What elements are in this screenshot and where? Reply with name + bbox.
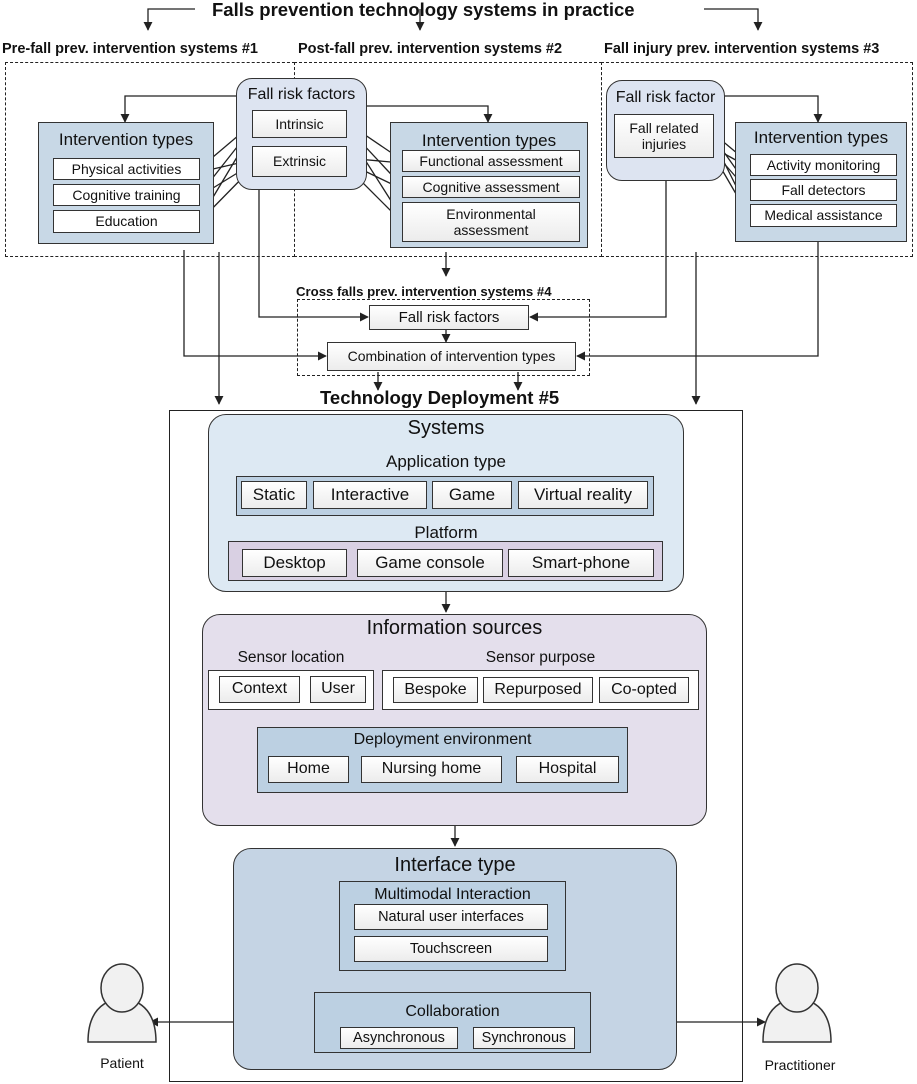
app-type-static: Static xyxy=(241,481,307,509)
risk-to-postfall-arrow xyxy=(362,105,493,123)
sensor-location-user: User xyxy=(310,676,366,703)
app-type-virtual-reality: Virtual reality xyxy=(518,481,648,509)
injury-risk-item-fall-related-injuries: Fall related injuries xyxy=(614,114,714,158)
prefall-item-physical-activities: Physical activities xyxy=(53,158,200,180)
env-nursing-home: Nursing home xyxy=(361,756,502,783)
injury-intervention-title: Intervention types xyxy=(753,128,889,147)
postfall-item-environmental-assessment: Environmental assessment xyxy=(402,202,580,242)
platform-desktop: Desktop xyxy=(242,549,347,577)
platform-smart-phone: Smart-phone xyxy=(508,549,654,577)
system-3-label: Fall injury prev. intervention systems #… xyxy=(604,41,880,57)
info-sources-panel xyxy=(202,614,707,826)
system-1-label: Pre-fall prev. intervention systems #1 xyxy=(2,41,259,57)
cross-system-label: Cross falls prev. intervention systems #… xyxy=(296,284,552,299)
env-home: Home xyxy=(268,756,349,783)
postfall-intervention-title: Intervention types xyxy=(421,131,557,150)
info-sources-title: Information sources xyxy=(366,617,543,639)
title-arrow-left xyxy=(143,8,195,31)
app-type-label: Application type xyxy=(385,452,507,471)
platform-label: Platform xyxy=(414,523,478,542)
risk-factors-title: Fall risk factors xyxy=(247,86,356,103)
cross-system-frame xyxy=(297,299,590,376)
deployment-title: Technology Deployment #5 xyxy=(320,387,560,408)
sensor-purpose-repurposed: Repurposed xyxy=(483,677,593,703)
prefall-item-education: Education xyxy=(53,210,200,233)
practitioner-icon xyxy=(762,963,832,1043)
risk-factor-intrinsic: Intrinsic xyxy=(252,110,347,138)
injury-to-cross-risk-arrow xyxy=(529,180,667,322)
risk-to-cross-risk-arrow xyxy=(258,188,369,322)
collaboration-label: Collaboration xyxy=(405,1003,500,1020)
injury-to-combination-arrow xyxy=(576,242,819,361)
prefall-intervention-title: Intervention types xyxy=(58,130,194,149)
app-type-interactive: Interactive xyxy=(313,481,427,509)
injury-risk-to-interventions-arrow xyxy=(720,95,823,123)
risk-to-prefall-arrow xyxy=(120,95,236,123)
patient-label: Patient xyxy=(100,1055,144,1071)
title-arrow-right xyxy=(704,8,763,31)
deployment-frame xyxy=(169,410,743,1082)
practitioner-label: Practitioner xyxy=(764,1057,836,1073)
postfall-item-cognitive-assessment: Cognitive assessment xyxy=(402,176,580,198)
injury-item-medical-assistance: Medical assistance xyxy=(750,204,897,227)
cross-risk-factors-box: Fall risk factors xyxy=(369,305,529,330)
sensor-purpose-label: Sensor purpose xyxy=(485,649,596,666)
injury-item-fall-detectors: Fall detectors xyxy=(750,179,897,201)
systems-title: Systems xyxy=(407,417,485,439)
sensor-purpose-bespoke: Bespoke xyxy=(393,677,478,703)
deployment-env-label: Deployment environment xyxy=(353,731,532,748)
collab-synchronous: Synchronous xyxy=(473,1027,575,1049)
sensor-purpose-co-opted: Co-opted xyxy=(599,677,689,703)
multimodal-natural-user-interfaces: Natural user interfaces xyxy=(354,904,548,930)
platform-game-console: Game console xyxy=(357,549,503,577)
prefall-to-combination-arrow xyxy=(183,250,327,361)
system-2-label: Post-fall prev. intervention systems #2 xyxy=(298,41,563,57)
cross-combination-box: Combination of intervention types xyxy=(327,342,576,371)
postfall-item-functional-assessment: Functional assessment xyxy=(402,150,580,172)
patient-icon xyxy=(87,963,157,1043)
risk-factor-extrinsic: Extrinsic xyxy=(252,146,347,177)
prefall-item-cognitive-training: Cognitive training xyxy=(53,184,200,206)
collab-asynchronous: Asynchronous xyxy=(340,1027,458,1049)
multimodal-label: Multimodal Interaction xyxy=(374,886,531,903)
sensor-location-label: Sensor location xyxy=(237,649,345,666)
system-3-frame xyxy=(601,62,913,257)
sensor-location-context: Context xyxy=(219,676,300,703)
env-hospital: Hospital xyxy=(516,756,619,783)
injury-risk-title: Fall risk factor xyxy=(615,89,716,106)
app-type-game: Game xyxy=(432,481,512,509)
injury-item-activity-monitoring: Activity monitoring xyxy=(750,154,897,176)
multimodal-touchscreen: Touchscreen xyxy=(354,936,548,962)
interface-title: Interface type xyxy=(394,854,516,876)
page-title: Falls prevention technology systems in p… xyxy=(212,0,635,20)
